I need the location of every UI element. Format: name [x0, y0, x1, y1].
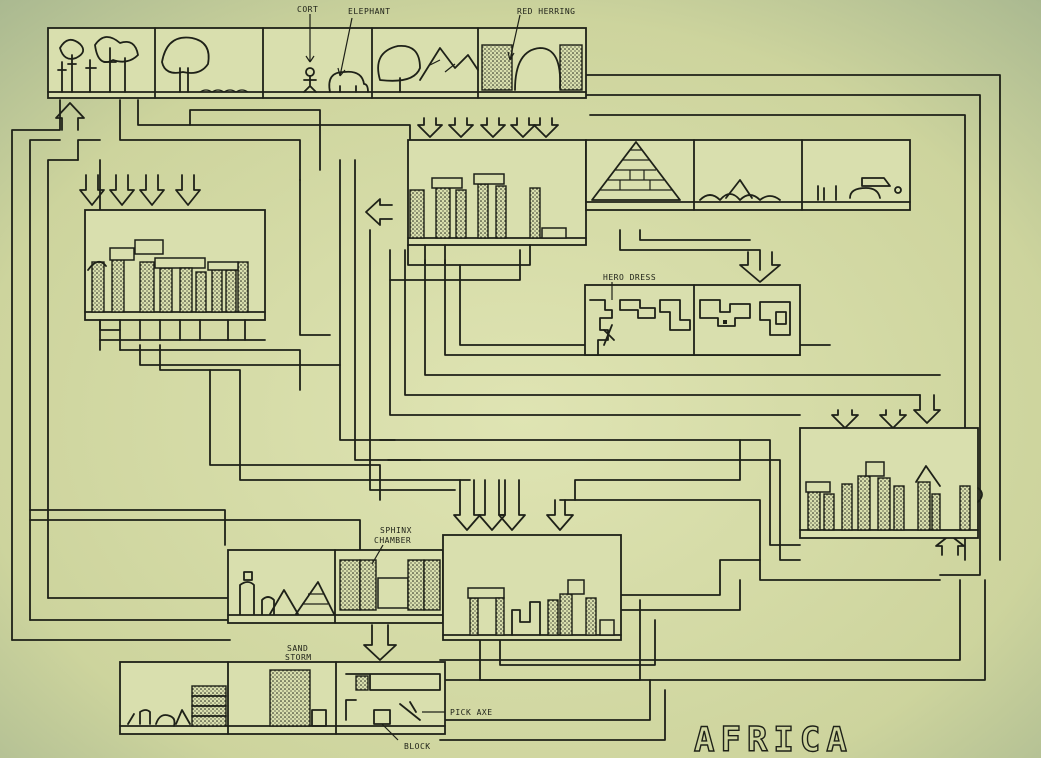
arrows [55, 102, 965, 661]
left-ruins-room [84, 209, 266, 351]
label-red-herring: RED HERRING [517, 7, 575, 16]
label-pick-axe: PICK AXE [450, 708, 493, 717]
label-hero-dress: HERO DRESS [603, 273, 656, 282]
pyramid-strip [585, 139, 911, 211]
label-cort: CORT [297, 5, 318, 14]
label-sphinx: SPHINX [380, 526, 412, 535]
center-bottom-ruins-room [442, 534, 622, 641]
center-top-ruins-room [407, 139, 587, 266]
bottom-desert-strip: SAND STORM PICK AXE BLOCK [119, 644, 493, 751]
label-storm: STORM [285, 653, 312, 662]
top-jungle-strip: CORT ELEPHANT RED HERRING [47, 5, 587, 99]
label-sand: SAND [287, 644, 308, 653]
label-chamber: CHAMBER [374, 536, 411, 545]
map-title: AFRICA [694, 720, 853, 758]
hero-dress-room: HERO DRESS [584, 273, 801, 356]
label-elephant: ELEPHANT [348, 7, 391, 16]
label-block: BLOCK [404, 742, 431, 751]
right-ruins-room [799, 427, 983, 539]
